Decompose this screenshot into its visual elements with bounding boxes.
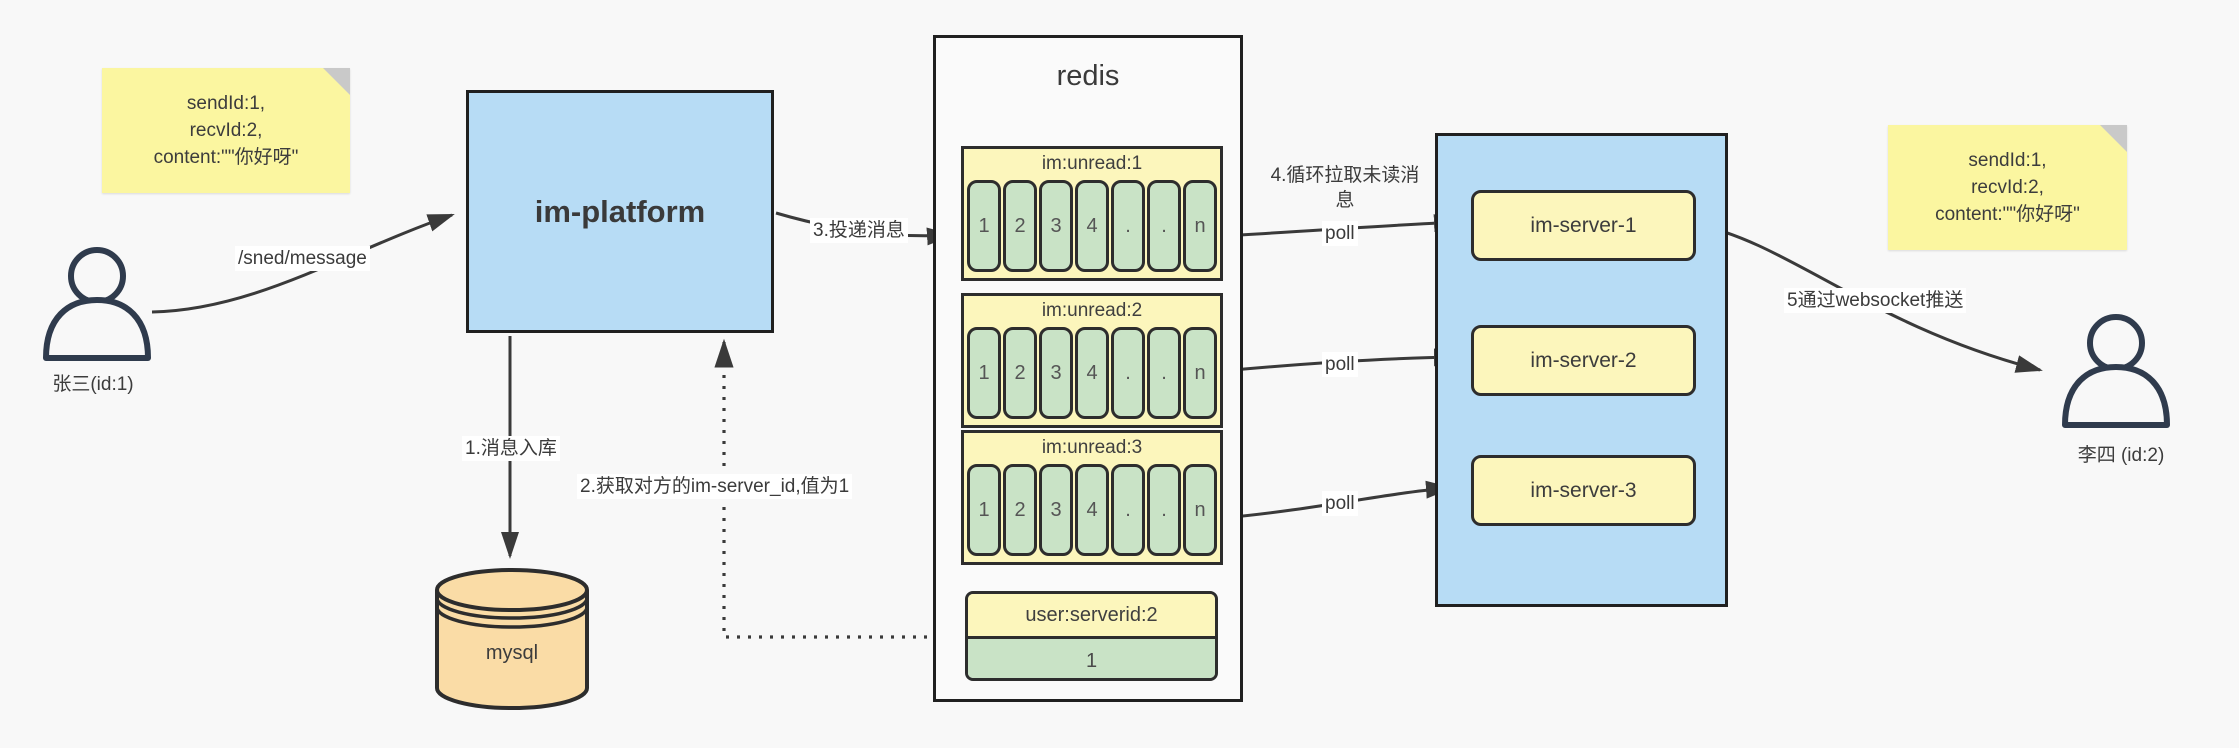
im-server-label: im-server-3 bbox=[1530, 478, 1637, 502]
edge-label-step3: 3.投递消息 bbox=[810, 218, 908, 243]
im-server-label: im-server-2 bbox=[1530, 348, 1637, 372]
unread-list-title: im:unread:1 bbox=[1041, 153, 1143, 174]
user-serverid-key: user:serverid:2 bbox=[968, 594, 1215, 639]
im-platform-label: im-platform bbox=[534, 193, 706, 229]
sender-label: 张三(id:1) bbox=[52, 374, 134, 395]
unread-cells: 1 2 3 4 . . n bbox=[967, 327, 1217, 419]
edge-label-poll-2: poll bbox=[1322, 352, 1358, 377]
redis-container: redis im:unread:1 1 2 3 4 . . n im:unrea… bbox=[933, 35, 1243, 702]
queue-cell: . bbox=[1147, 327, 1181, 419]
receiver-label: 李四 (id:2) bbox=[2077, 445, 2165, 466]
unread-cells: 1 2 3 4 . . n bbox=[967, 180, 1217, 272]
queue-cell: 2 bbox=[1003, 327, 1037, 419]
unread-list-2: im:unread:2 1 2 3 4 . . n bbox=[961, 293, 1223, 428]
user-serverid-box: user:serverid:2 1 bbox=[965, 591, 1218, 681]
queue-cell: 3 bbox=[1039, 464, 1073, 556]
receiver-user-icon bbox=[2062, 314, 2170, 428]
note-line: content:""你好呀" bbox=[1935, 204, 2080, 225]
edge-label-poll-3: poll bbox=[1322, 491, 1358, 516]
edge-label-step5: 5通过websocket推送 bbox=[1784, 288, 1967, 313]
queue-cell: n bbox=[1183, 327, 1217, 419]
im-platform-box: im-platform bbox=[466, 90, 774, 333]
unread-list-3: im:unread:3 1 2 3 4 . . n bbox=[961, 430, 1223, 565]
queue-cell: 4 bbox=[1075, 464, 1109, 556]
im-server-label: im-server-1 bbox=[1530, 213, 1637, 237]
unread-list-1: im:unread:1 1 2 3 4 . . n bbox=[961, 146, 1223, 281]
queue-cell: 1 bbox=[967, 180, 1001, 272]
user-serverid-value: 1 bbox=[968, 639, 1215, 678]
receiver-message-note: sendId:1, recvId:2, content:""你好呀" bbox=[1888, 125, 2127, 250]
queue-cell: . bbox=[1147, 180, 1181, 272]
note-line: sendId:1, bbox=[186, 93, 266, 114]
unread-list-title: im:unread:2 bbox=[1041, 300, 1143, 321]
sender-user-icon bbox=[43, 247, 151, 361]
queue-cell: 2 bbox=[1003, 464, 1037, 556]
queue-cell: 1 bbox=[967, 464, 1001, 556]
unread-list-title: im:unread:3 bbox=[1041, 437, 1143, 458]
note-fold-corner bbox=[323, 68, 350, 95]
queue-cell: 4 bbox=[1075, 180, 1109, 272]
queue-cell: . bbox=[1111, 327, 1145, 419]
queue-cell: n bbox=[1183, 464, 1217, 556]
queue-cell: 3 bbox=[1039, 327, 1073, 419]
im-server-1-box: im-server-1 bbox=[1471, 190, 1696, 261]
note-line: sendId:1, bbox=[1968, 150, 2047, 171]
queue-cell: 1 bbox=[967, 327, 1001, 419]
im-server-3-box: im-server-3 bbox=[1471, 455, 1696, 526]
mysql-database-icon bbox=[435, 568, 589, 710]
mysql-label: mysql bbox=[485, 642, 539, 664]
edge-label-poll-1: poll bbox=[1322, 221, 1358, 246]
edge-label-send-endpoint: /sned/message bbox=[235, 246, 370, 271]
edge-label-step1: 1.消息入库 bbox=[462, 436, 560, 461]
note-fold-corner bbox=[2100, 125, 2127, 152]
edge-label-step2: 2.获取对方的im-server_id,值为1 bbox=[577, 474, 853, 499]
note-line: recvId:2, bbox=[189, 120, 263, 141]
unread-cells: 1 2 3 4 . . n bbox=[967, 464, 1217, 556]
queue-cell: . bbox=[1111, 464, 1145, 556]
note-line: recvId:2, bbox=[1971, 177, 2044, 198]
im-server-cluster: im-server-1 im-server-2 im-server-3 bbox=[1435, 133, 1728, 607]
queue-cell: 2 bbox=[1003, 180, 1037, 272]
queue-cell: . bbox=[1147, 464, 1181, 556]
note-line: content:""你好呀" bbox=[153, 147, 299, 168]
im-server-2-box: im-server-2 bbox=[1471, 325, 1696, 396]
queue-cell: 4 bbox=[1075, 327, 1109, 419]
queue-cell: 3 bbox=[1039, 180, 1073, 272]
edge-label-step4: 4.循环拉取未读消息 bbox=[1270, 165, 1420, 211]
redis-title: redis bbox=[1056, 60, 1120, 92]
queue-cell: n bbox=[1183, 180, 1217, 272]
queue-cell: . bbox=[1111, 180, 1145, 272]
sender-message-note: sendId:1, recvId:2, content:""你好呀" bbox=[102, 68, 350, 193]
